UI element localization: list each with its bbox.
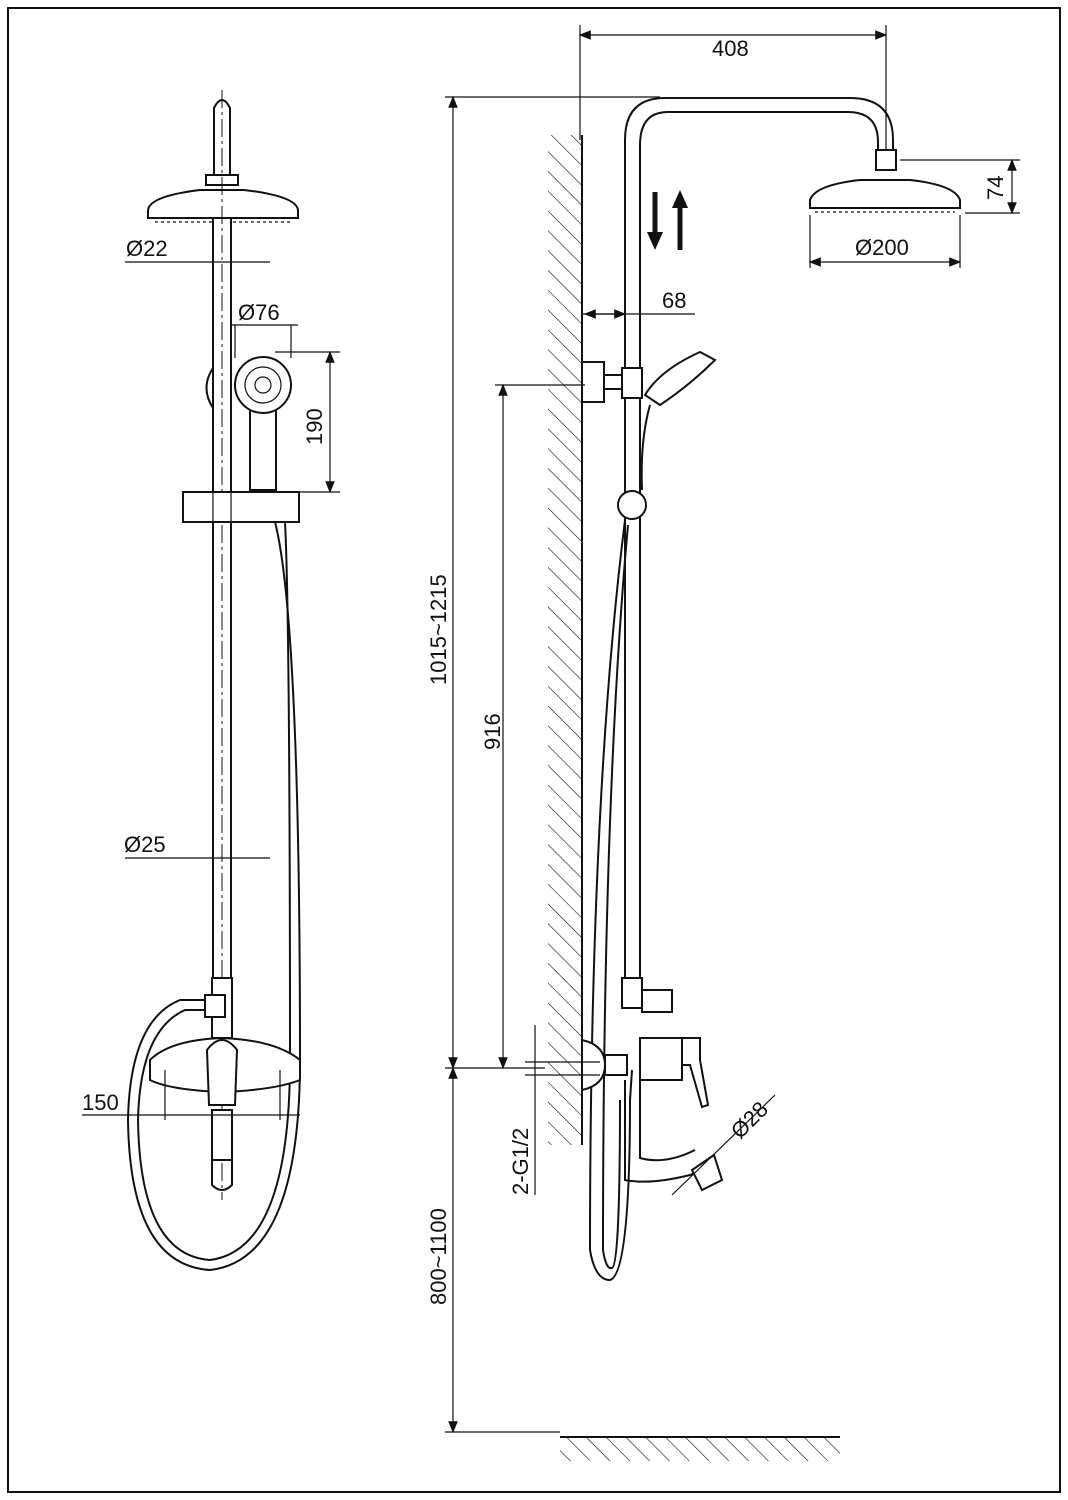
side-hose — [588, 519, 633, 1282]
dim-top-reach: 408 — [712, 36, 749, 61]
side-mixer-lever — [681, 1037, 710, 1109]
dim-wall-offset: 68 — [662, 288, 686, 313]
dim-inlet-thread: 2-G1/2 — [508, 1128, 533, 1195]
side-mixer-body — [639, 1037, 683, 1081]
side-wall-flange — [581, 1038, 607, 1092]
dim-pipe-bottom-diameter: Ø25 — [124, 832, 166, 857]
hand-shower-holder — [205, 364, 214, 412]
dim-mount-height: 800~1100 — [426, 1208, 451, 1305]
dim-mixer-centers: 150 — [82, 1090, 119, 1115]
flow-direction-arrows-icon — [647, 190, 688, 250]
dim-hand-shower-length: 190 — [302, 408, 327, 445]
side-slider — [617, 490, 647, 520]
front-shower-head — [147, 189, 299, 219]
side-hand-shower — [643, 350, 717, 407]
side-view — [581, 97, 961, 1282]
side-riser-pipe — [624, 97, 894, 1000]
front-hose — [126, 521, 302, 1272]
hand-shower-face — [234, 356, 292, 414]
front-view — [126, 90, 302, 1272]
slider-bracket — [182, 491, 300, 523]
dim-head-diameter: Ø200 — [855, 235, 909, 260]
dim-bracket-height: 916 — [480, 713, 505, 750]
side-shower-head — [809, 179, 961, 209]
dim-hand-shower-diameter: Ø76 — [238, 300, 280, 325]
wall-hatch — [548, 135, 582, 1145]
top-knob — [213, 99, 231, 176]
bottom-outlet — [211, 1159, 233, 1191]
side-dimensions: 408 74 Ø200 68 1015~1215 800~1100 916 2-… — [426, 25, 1020, 1434]
floor-hatch — [560, 1437, 840, 1461]
drawing-border — [7, 7, 1061, 1493]
front-mixer-lever — [205, 1039, 239, 1106]
dim-total-height: 1015~1215 — [426, 574, 451, 685]
dim-head-height: 74 — [983, 176, 1008, 200]
dim-pipe-top-diameter: Ø22 — [126, 236, 168, 261]
front-dimensions: Ø22 Ø76 190 Ø25 150 — [82, 236, 340, 1120]
